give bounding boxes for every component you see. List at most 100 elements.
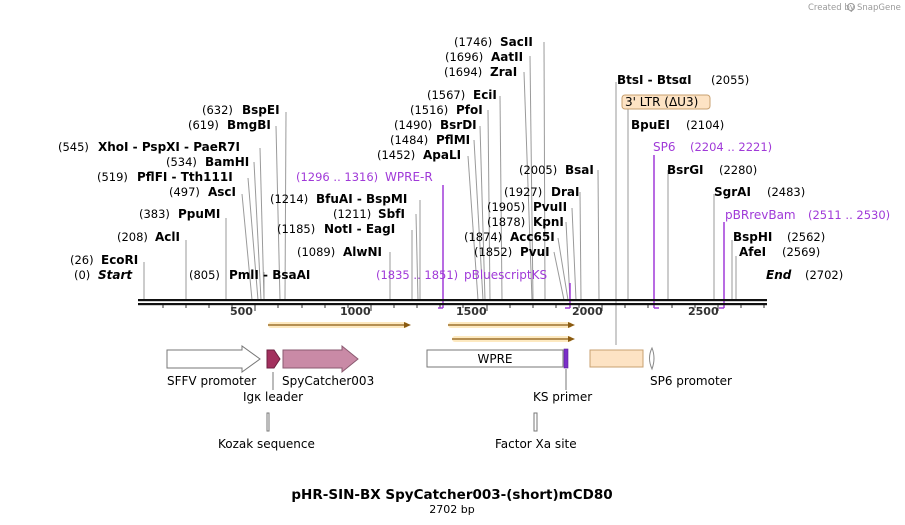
brand-text: SnapGene <box>857 3 901 13</box>
site-pos-apali: (1452) <box>377 148 415 162</box>
sp6-promoter-label: SP6 promoter <box>650 374 732 388</box>
spycatcher003-arrow[interactable] <box>282 344 359 374</box>
site-labels-right: BtsI - BtsαI (2055) BpuEI (2104) BsrGI (… <box>617 73 825 259</box>
primer-range-pbluescriptks: (1835 .. 1851) <box>376 268 458 282</box>
primer-name-wpre-r: WPRE-R <box>385 170 433 184</box>
tick-label-1500: 1500 <box>456 305 487 318</box>
end-label: End <box>766 268 792 282</box>
site-pos-pflmi: (1484) <box>390 133 428 147</box>
site-name-acc65i: Acc65I <box>510 230 555 244</box>
site-pos-bpuei: (2104) <box>686 118 724 132</box>
site-name-pvui: PvuI <box>520 245 550 259</box>
site-name-bspei: BspEI <box>242 103 280 117</box>
igk-leader-arrow[interactable] <box>266 349 281 369</box>
igk-leader-label: Igκ leader <box>243 390 303 404</box>
site-pos-bsrdi: (1490) <box>394 118 432 132</box>
site-pos-ppumi: (383) <box>139 207 170 221</box>
site-name-kpni: KpnI <box>533 215 564 229</box>
site-name-pvuii: PvuII <box>533 200 567 214</box>
site-name-pfoi: PfoI <box>456 103 483 117</box>
primer-labels: (1296 .. 1316) WPRE-R (1835 .. 1851) pBl… <box>296 140 890 282</box>
map-length: 2702 bp <box>429 503 474 516</box>
primer-range-wpre-r: (1296 .. 1316) <box>296 170 378 184</box>
site-pos-bfuai: (1214) <box>270 192 308 206</box>
site-name-bsai: BsaI <box>565 163 594 177</box>
end-pos: (2702) <box>805 268 843 282</box>
site-pos-bmgbi: (619) <box>188 118 219 132</box>
backbone-bottom-strand <box>138 303 767 306</box>
site-name-btsi: BtsI - BtsαI <box>617 73 692 87</box>
factor-xa-marker[interactable] <box>533 412 538 432</box>
sp6-promoter-marker[interactable] <box>649 346 655 371</box>
site-pos-pvuii: (1905) <box>487 200 525 214</box>
site-name-aatii: AatII <box>491 50 523 64</box>
site-pos-zrai: (1694) <box>444 65 482 79</box>
site-name-bfuai: BfuAI - BspMI <box>316 192 407 206</box>
kozak-marker[interactable] <box>266 412 270 432</box>
site-name-acli: AclI <box>155 230 180 244</box>
site-pos-bsrgi: (2280) <box>719 163 757 177</box>
site-name-alwni: AlwNI <box>343 245 382 259</box>
site-name-pflfi: PflFI - Tth111I <box>137 170 233 184</box>
site-pos-drai: (1927) <box>504 185 542 199</box>
site-pos-afei: (2569) <box>782 245 820 259</box>
site-name-afei: AfeI <box>739 245 766 259</box>
primer-name-pbrrevbam: pBRrevBam <box>725 208 796 222</box>
site-name-apali: ApaLI <box>423 148 461 162</box>
start-label: Start <box>98 268 133 282</box>
site-pos-bspei: (632) <box>202 103 233 117</box>
site-pos-xhoi: (545) <box>58 140 89 154</box>
site-pos-pmli: (805) <box>189 268 220 282</box>
site-name-bmgbi: BmgBI <box>227 118 271 132</box>
tick-label-2500: 2500 <box>688 305 719 318</box>
spycatcher003-label: SpyCatcher003 <box>282 374 374 388</box>
tick-label-1000: 1000 <box>340 305 371 318</box>
orf-arrows <box>268 322 575 342</box>
site-pos-alwni: (1089) <box>297 245 335 259</box>
kozak-label: Kozak sequence <box>218 437 315 451</box>
site-pos-sbfi: (1211) <box>333 207 371 221</box>
site-pos-acli: (208) <box>117 230 148 244</box>
ks-primer-marker[interactable] <box>563 348 569 369</box>
site-name-asci: AscI <box>208 185 236 199</box>
site-pos-aatii: (1696) <box>445 50 483 64</box>
site-pos-bsphi: (2562) <box>787 230 825 244</box>
site-name-ecori: EcoRI <box>101 253 138 267</box>
site-pos-kpni: (1878) <box>487 215 525 229</box>
site-leader-lines-left <box>143 41 600 301</box>
backbone-top-strand <box>138 299 767 302</box>
site-pos-acc65i: (1874) <box>464 230 502 244</box>
sffv-promoter-arrow[interactable] <box>166 345 261 373</box>
map-title: pHR-SIN-BX SpyCatcher003-(short)mCD80 <box>291 487 612 503</box>
credit-text: Created by <box>808 3 855 13</box>
site-name-bsphi: BspHI <box>733 230 772 244</box>
primer-range-pbrrevbam: (2511 .. 2530) <box>808 208 890 222</box>
site-name-sbfi: SbfI <box>378 207 405 221</box>
ltr-feature-box[interactable] <box>589 349 644 368</box>
site-name-ecii: EciI <box>473 88 497 102</box>
site-pos-noti: (1185) <box>277 222 315 236</box>
primer-range-sp6: (2204 .. 2221) <box>690 140 772 154</box>
start-pos: (0) <box>74 268 90 282</box>
site-pos-ecii: (1567) <box>427 88 465 102</box>
site-pos-btsi: (2055) <box>711 73 749 87</box>
wpre-box[interactable] <box>426 349 564 368</box>
snapgene-logo-icon <box>847 3 855 11</box>
site-name-pmli: PmlI - BsaAI <box>229 268 310 282</box>
site-pos-ecori: (26) <box>70 253 94 267</box>
site-pos-sgrai: (2483) <box>767 185 805 199</box>
site-name-sacii: SacII <box>500 35 533 49</box>
site-pos-pvui: (1852) <box>474 245 512 259</box>
site-name-bsrdi: BsrDI <box>440 118 477 132</box>
ltr-label-box[interactable] <box>621 94 711 110</box>
sffv-promoter-label: SFFV promoter <box>167 374 256 388</box>
site-name-ppumi: PpuMI <box>178 207 220 221</box>
primer-name-sp6: SP6 <box>653 140 676 154</box>
site-pos-pflfi: (519) <box>97 170 128 184</box>
site-name-bsrgi: BsrGI <box>667 163 704 177</box>
site-name-xhoi: XhoI - PspXI - PaeR7I <box>98 140 240 154</box>
site-labels-left: (26) EcoRI (208) AclI (383) PpuMI (497) … <box>58 35 594 282</box>
ltr-label: 3' LTR (ΔU3) <box>625 95 698 109</box>
